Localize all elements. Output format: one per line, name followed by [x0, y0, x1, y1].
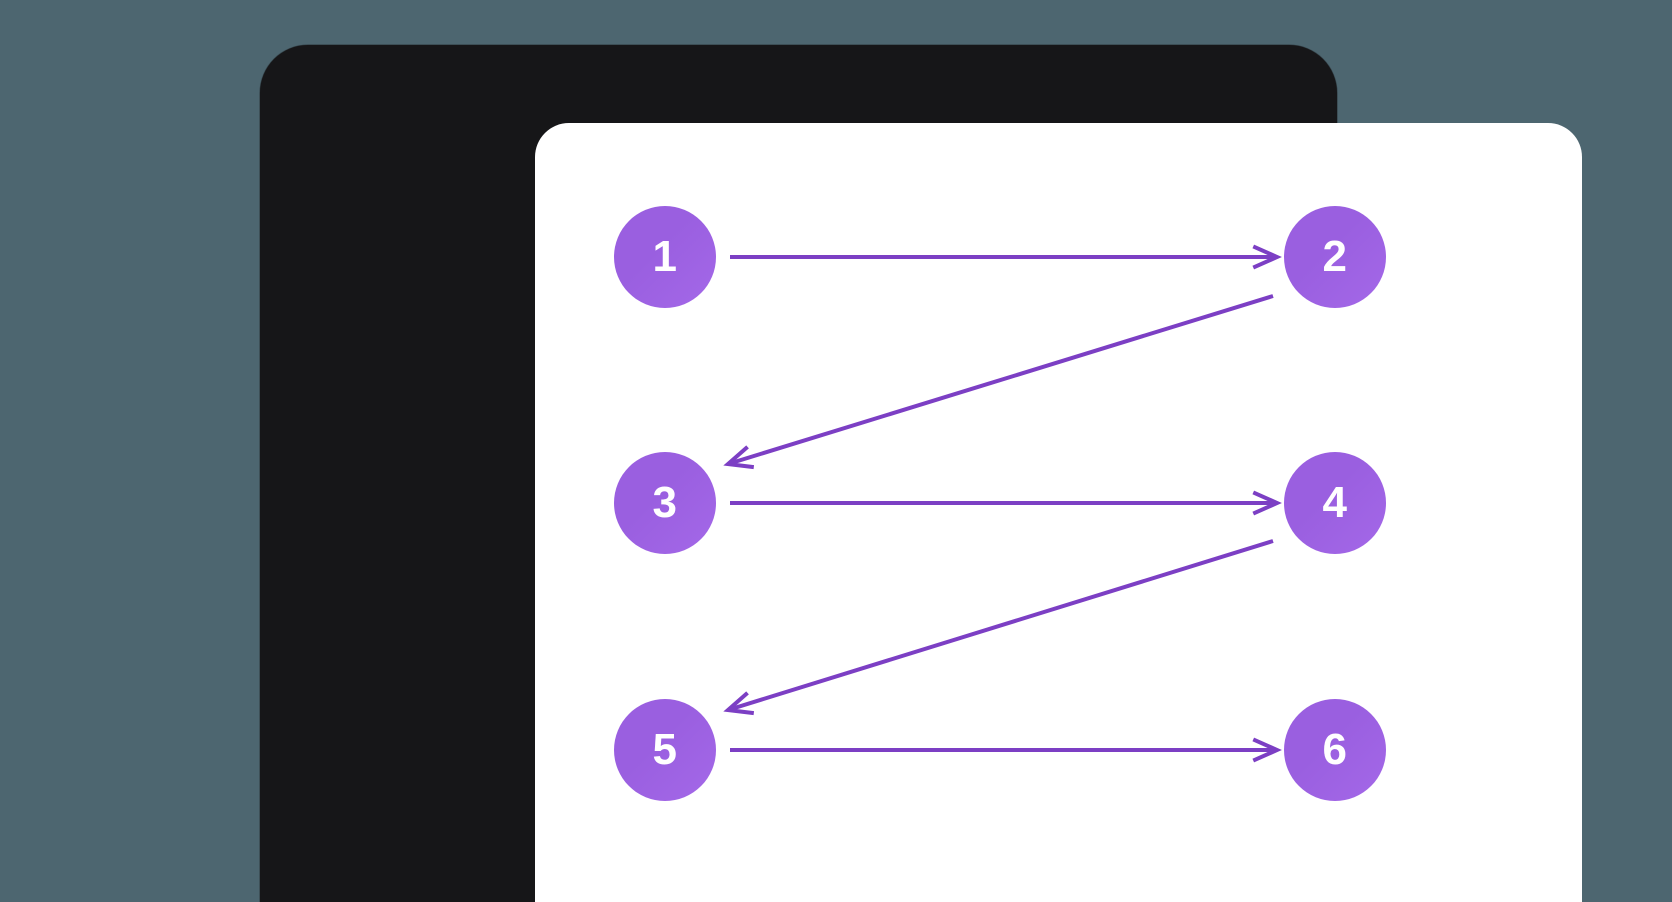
edge-arrowhead-icon	[723, 445, 755, 470]
graph-edge-1-to-2[interactable]	[730, 244, 1282, 270]
graph-node-2[interactable]: 2	[1284, 206, 1386, 308]
graph-node-6[interactable]: 6	[1284, 699, 1386, 801]
edge-arrowhead-icon	[1252, 737, 1282, 763]
graph-node-4[interactable]: 4	[1284, 452, 1386, 554]
graph-node-5[interactable]: 5	[614, 699, 716, 801]
graph-node-label: 6	[1322, 725, 1348, 774]
device-screen: 1 2 3 4 5 6	[535, 123, 1582, 902]
graph-edge-5-to-6[interactable]	[730, 737, 1282, 763]
edge-shaft	[727, 539, 1274, 712]
graph-node-1[interactable]: 1	[614, 206, 716, 308]
graph-edge-2-to-3[interactable]	[723, 294, 1274, 470]
graph-node-label: 3	[652, 478, 678, 527]
graph-node-label: 4	[1322, 478, 1348, 527]
graph-node-label: 1	[652, 232, 678, 281]
device-frame: 1 2 3 4 5 6	[260, 45, 1582, 902]
graph-node-label: 5	[652, 725, 678, 774]
edge-arrowhead-icon	[1252, 244, 1282, 270]
edge-arrowhead-icon	[723, 691, 755, 716]
diagram-canvas: 1 2 3 4 5 6	[535, 123, 1582, 902]
edge-arrowhead-icon	[1252, 490, 1282, 516]
graph-edge-3-to-4[interactable]	[730, 490, 1282, 516]
graph-node-3[interactable]: 3	[614, 452, 716, 554]
edges-group	[723, 244, 1282, 763]
graph-node-label: 2	[1322, 232, 1348, 281]
edge-shaft	[727, 294, 1274, 466]
graph-edge-4-to-5[interactable]	[723, 539, 1274, 716]
